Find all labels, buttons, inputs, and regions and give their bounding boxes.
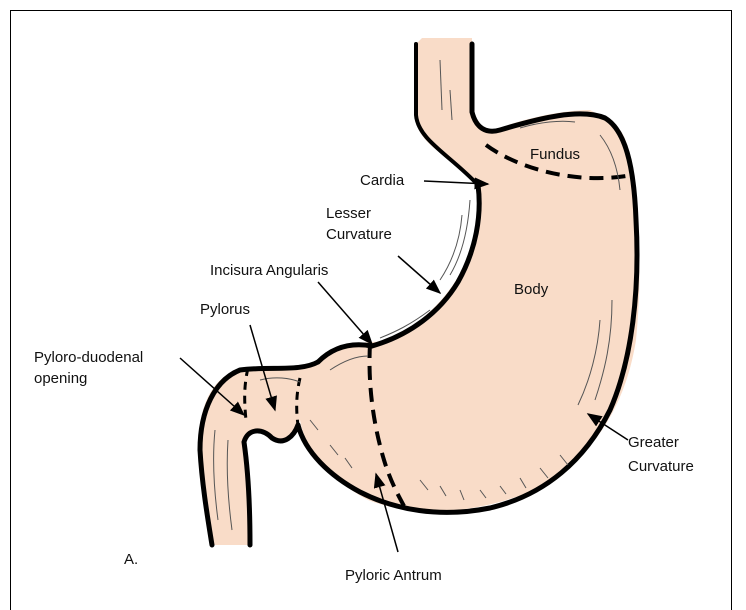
label-pylorus: Pylorus (200, 300, 250, 320)
label-fundus: Fundus (530, 145, 580, 165)
label-pyloro-duodenal-line1: Pyloro-duodenal (34, 348, 143, 368)
label-pyloro-duodenal-line2: opening (34, 369, 87, 389)
duodenum-inner (244, 425, 298, 545)
label-greater-curvature-line1: Greater (628, 433, 679, 453)
label-pyloric-antrum: Pyloric Antrum (345, 566, 442, 586)
lesser-curvature-arrow (398, 256, 440, 293)
label-cardia: Cardia (360, 171, 404, 191)
incisura-arrow (318, 282, 372, 344)
label-body: Body (514, 280, 548, 300)
label-lesser-curvature-line1: Lesser (326, 204, 371, 224)
label-incisura-angularis: Incisura Angularis (210, 261, 328, 281)
label-greater-curvature-line2: Curvature (628, 457, 694, 477)
panel-letter: A. (124, 550, 138, 570)
label-lesser-curvature-line2: Curvature (326, 225, 392, 245)
